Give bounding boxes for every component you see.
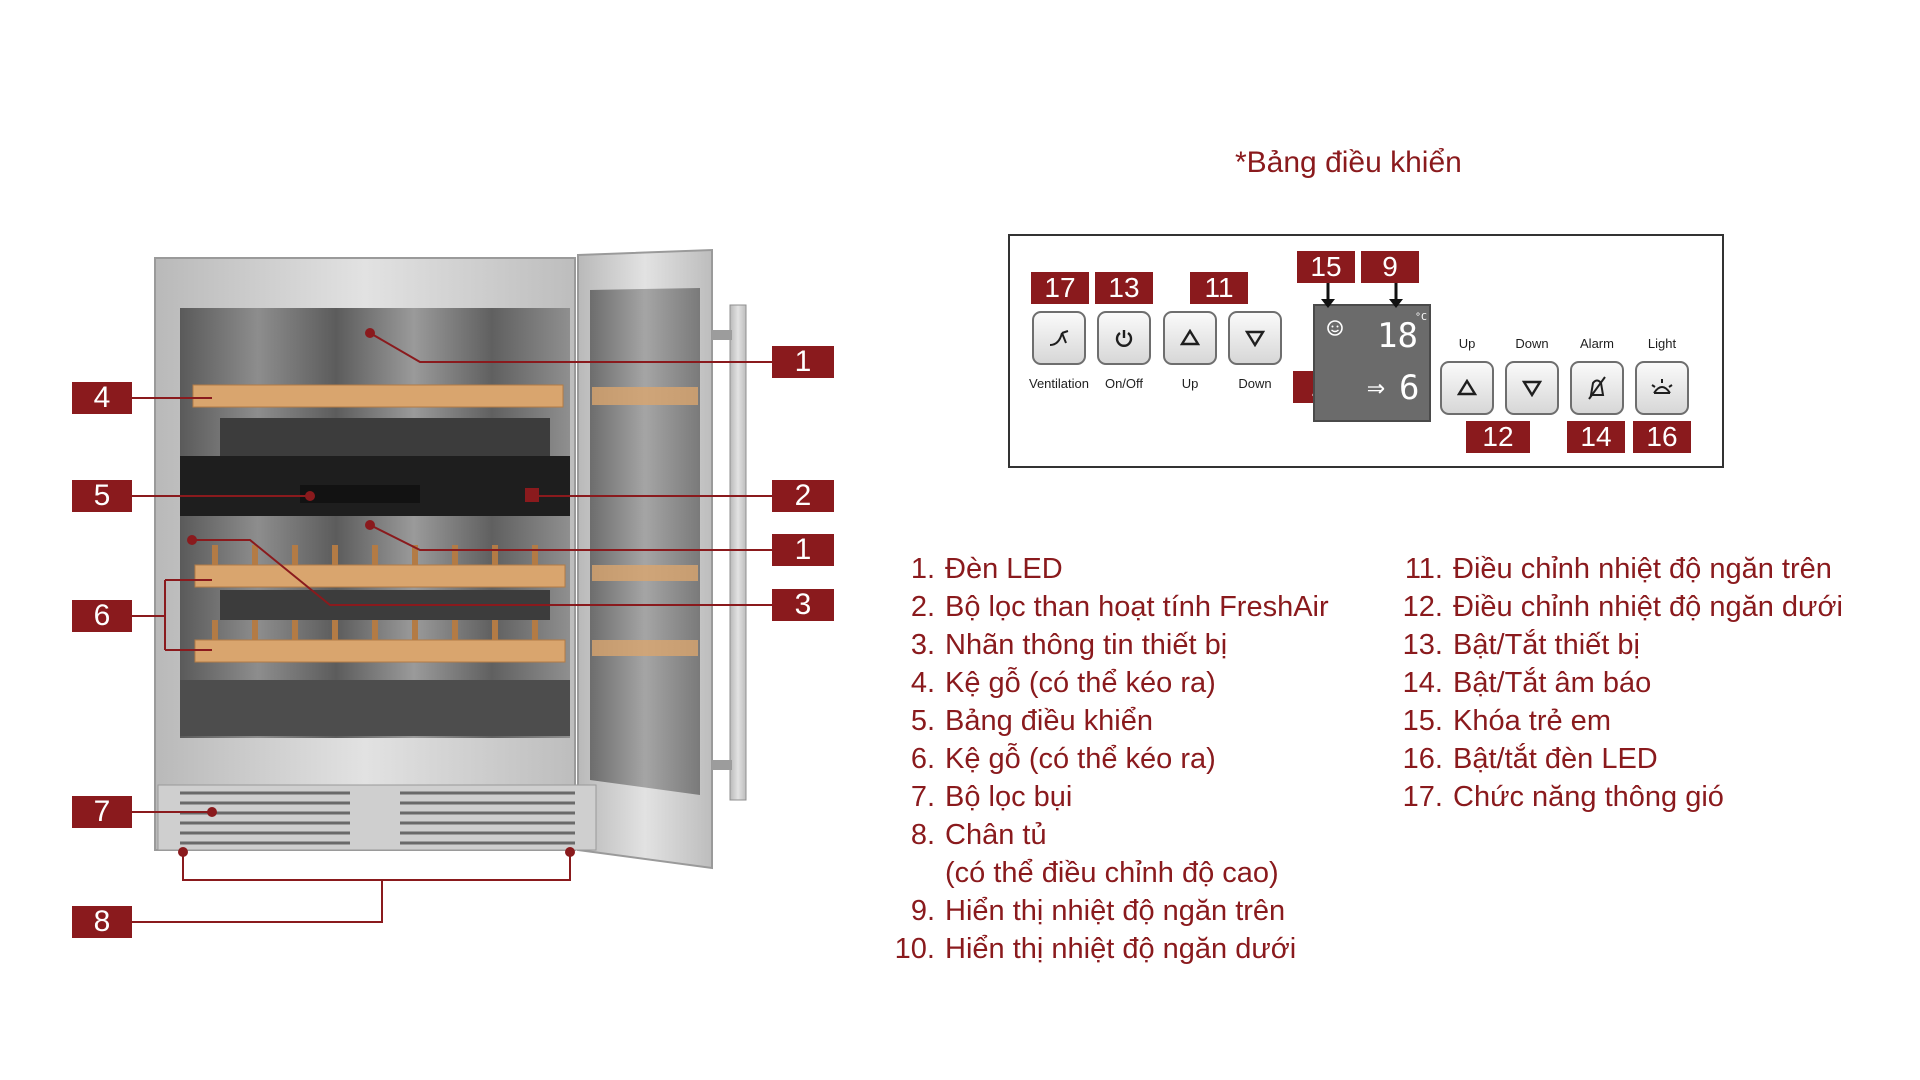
legend-item-8: 8.Chân tủ: [910, 819, 1047, 851]
legend-item-2: 2.Bộ lọc than hoạt tính FreshAir: [910, 591, 1329, 623]
upper-down-label: Down: [1238, 376, 1272, 391]
onoff-label: On/Off: [1104, 376, 1144, 391]
legend-item-8-note: (có thể điều chỉnh độ cao): [945, 857, 1279, 889]
legend-item-15: 15.Khóa trẻ em: [1402, 705, 1611, 737]
legend-item-6: 6.Kệ gỗ (có thể kéo ra): [910, 743, 1216, 775]
upper-up-button[interactable]: [1163, 311, 1217, 365]
callout-tag-2: 2: [772, 480, 834, 512]
lower-up-button[interactable]: [1440, 361, 1494, 415]
callout-tag-1-upper: 1: [772, 346, 834, 378]
pointer-arrow-15: [1321, 283, 1335, 308]
panel-tag-12: 12: [1466, 421, 1530, 453]
temp-unit: °C: [1415, 312, 1428, 323]
legend-item-9: 9.Hiển thị nhiệt độ ngăn trên: [910, 895, 1286, 927]
power-icon: [1115, 330, 1133, 347]
upper-down-button[interactable]: [1228, 311, 1282, 365]
power-button[interactable]: [1097, 311, 1151, 365]
panel-tag-17: 17: [1031, 272, 1089, 304]
upper-temp-readout: 18: [1377, 316, 1418, 356]
wine-cooler-illustration: [132, 248, 772, 923]
temperature-display: 18 °C ⇒ 6: [1313, 304, 1431, 422]
lower-down-button[interactable]: [1505, 361, 1559, 415]
freshair-filter: [525, 488, 539, 502]
wood-shelf-middle: [194, 564, 566, 588]
panel-tag-14: 14: [1567, 421, 1625, 453]
legend-right-column: 11.Điều chỉnh nhiệt độ ngăn trên 12.Điều…: [1395, 550, 1843, 816]
upper-vent-slots: [220, 418, 550, 462]
alarm-off-icon: [1588, 376, 1606, 400]
callout-dots: [178, 328, 575, 857]
panel-tag-11: 11: [1190, 272, 1248, 304]
lower-down-label: Down: [1515, 336, 1549, 351]
panel-tag-16: 16: [1633, 421, 1691, 453]
cabinet-interior: [180, 308, 570, 738]
grille-slots: [180, 791, 575, 845]
legend-item-14: 14.Bật/Tắt âm báo: [1402, 667, 1652, 699]
wood-shelf-top: [192, 384, 564, 408]
door-shelf-reflections: [592, 387, 698, 656]
legend-item-16: 16.Bật/tắt đèn LED: [1402, 743, 1658, 775]
lower-up-label: Up: [1458, 336, 1476, 351]
callout-tag-6: 6: [72, 600, 132, 632]
callout-tag-7: 7: [72, 796, 132, 828]
callout-tag-3: 3: [772, 589, 834, 621]
cabinet-floor: [180, 680, 570, 736]
legend-item-1: 1.Đèn LED: [910, 553, 1063, 585]
ventilation-button[interactable]: [1032, 311, 1086, 365]
legend-item-7: 7.Bộ lọc bụi: [910, 781, 1073, 813]
callout-tag-4: 4: [72, 382, 132, 414]
wood-shelf-bottom: [194, 639, 566, 663]
panel-tag-9: 9: [1361, 251, 1419, 283]
legend-item-17: 17.Chức năng thông gió: [1402, 781, 1724, 813]
lower-temp-readout: 6: [1399, 368, 1420, 408]
arrow-right-icon: ⇒: [1367, 370, 1386, 405]
legend-item-5: 5.Bảng điều khiển: [910, 705, 1153, 737]
alarm-button[interactable]: [1570, 361, 1624, 415]
child-lock-icon: [1327, 320, 1343, 336]
panel-tag-15: 15: [1297, 251, 1355, 283]
up-arrow-icon: [1457, 379, 1477, 396]
light-button[interactable]: [1635, 361, 1689, 415]
panel-tag-13: 13: [1095, 272, 1153, 304]
door-handle: [729, 304, 747, 801]
control-panel-title: *Bảng điều khiển: [1235, 146, 1462, 179]
callout-leader-lines: [132, 332, 772, 923]
down-arrow-icon: [1245, 330, 1265, 347]
callout-tag-5: 5: [72, 480, 132, 512]
shelf-slats: [212, 545, 538, 640]
down-arrow-icon: [1522, 380, 1542, 397]
legend-item-12: 12.Điều chỉnh nhiệt độ ngăn dưới: [1402, 591, 1843, 623]
legend-item-13: 13.Bật/Tắt thiết bị: [1402, 629, 1640, 661]
dust-filter-grille: [157, 784, 597, 851]
light-label: Light: [1647, 336, 1677, 351]
door-glass-pane: [590, 288, 700, 795]
legend-item-4: 4.Kệ gỗ (có thể kéo ra): [910, 667, 1216, 699]
control-strip: [300, 485, 420, 503]
pointer-arrow-9: [1389, 283, 1403, 308]
fan-icon: [1049, 330, 1069, 346]
callout-tag-8: 8: [72, 906, 132, 938]
legend-item-11: 11.Điều chỉnh nhiệt độ ngăn trên: [1404, 553, 1832, 585]
upper-up-label: Up: [1181, 376, 1199, 391]
handle-mount-top: [712, 330, 732, 340]
legend-item-3: 3.Nhãn thông tin thiết bị: [910, 629, 1228, 661]
legend-item-10: 10.Hiển thị nhiệt độ ngăn dưới: [894, 933, 1297, 965]
alarm-label: Alarm: [1580, 336, 1614, 351]
legend-left-column: 1.Đèn LED 2.Bộ lọc than hoạt tính FreshA…: [885, 550, 1329, 968]
light-icon: [1651, 379, 1673, 394]
callout-tag-1-lower: 1: [772, 534, 834, 566]
ventilation-label: Ventilation: [1029, 376, 1089, 391]
up-arrow-icon: [1180, 329, 1200, 346]
handle-mount-bottom: [712, 760, 732, 770]
